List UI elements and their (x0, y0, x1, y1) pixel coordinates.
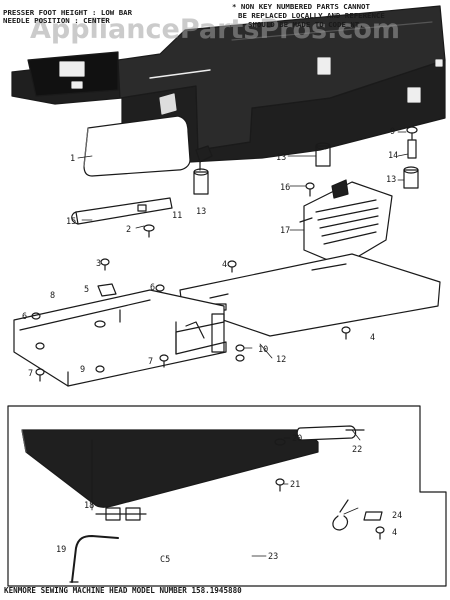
callout-13-right: 13 (386, 175, 396, 185)
callout-17: 17 (280, 226, 290, 236)
face-plate (83, 115, 191, 177)
non-key-note-line-2: BE REPLACED LOCALLY AND REFERENCE (238, 11, 385, 20)
rod-15 (71, 197, 173, 238)
callout-7-mid: 7 (148, 357, 153, 367)
callout-15: 15 (66, 217, 76, 227)
callout-13-mid: 13 (276, 153, 286, 163)
non-key-note-line-3: SHOULD BE MADE TO CODE NT. (248, 20, 364, 29)
bushing-13-left (193, 145, 213, 195)
callout-7-left: 7 (28, 369, 33, 379)
diagram-caption: KENMORE SEWING MACHINE HEAD MODEL NUMBER… (4, 586, 242, 595)
callout-12: 12 (276, 355, 286, 365)
callout-6-left: 6 (22, 312, 27, 322)
non-key-note-line-1: * NON KEY NUMBERED PARTS CANNOT (232, 2, 370, 11)
callout-4-right: 4 (370, 333, 375, 343)
machine-head-casting (11, 5, 446, 163)
callout-18: 18 (84, 501, 94, 511)
side-cover-17 (299, 179, 393, 267)
callout-4-top: 4 (222, 260, 227, 270)
callout-9-bottom: 9 (80, 365, 85, 375)
needle-position-note: NEEDLE POSITION : CENTER (3, 16, 110, 25)
callout-14: 14 (388, 151, 398, 161)
callout-4-bottom: 4 (392, 528, 397, 538)
callout-6-mid: 6 (150, 283, 155, 293)
callout-20: 20 (292, 434, 302, 444)
accessory-box (7, 405, 447, 587)
callout-23: 23 (268, 552, 278, 562)
callout-16: 16 (280, 183, 290, 193)
callout-9-top: 9 (390, 127, 395, 137)
presser-foot-note: PRESSER FOOT HEIGHT : LOW BAR (3, 8, 133, 17)
bed-plate-12 (179, 253, 441, 337)
callout-24: 24 (392, 511, 402, 521)
bracket-8 (13, 289, 227, 387)
callout-3: 3 (96, 259, 101, 269)
callout-10: 10 (258, 345, 268, 355)
callout-2: 2 (126, 225, 131, 235)
callout-8: 8 (50, 291, 55, 301)
callout-labels: 1 13 15 11 2 13 9 14 13 16 17 3 4 5 6 8 … (22, 127, 402, 565)
box-code: C5 (160, 555, 170, 565)
callout-11: 11 (172, 211, 182, 221)
callout-5: 5 (84, 285, 89, 295)
leader-lines (77, 131, 409, 557)
callout-21: 21 (290, 480, 300, 490)
callout-22: 22 (352, 445, 362, 455)
small-screws (31, 258, 351, 382)
callout-1: 1 (70, 154, 75, 164)
watermark: AppliancePartsPros.com (30, 14, 401, 45)
callout-13-left: 13 (196, 207, 206, 217)
callout-19: 19 (56, 545, 66, 555)
